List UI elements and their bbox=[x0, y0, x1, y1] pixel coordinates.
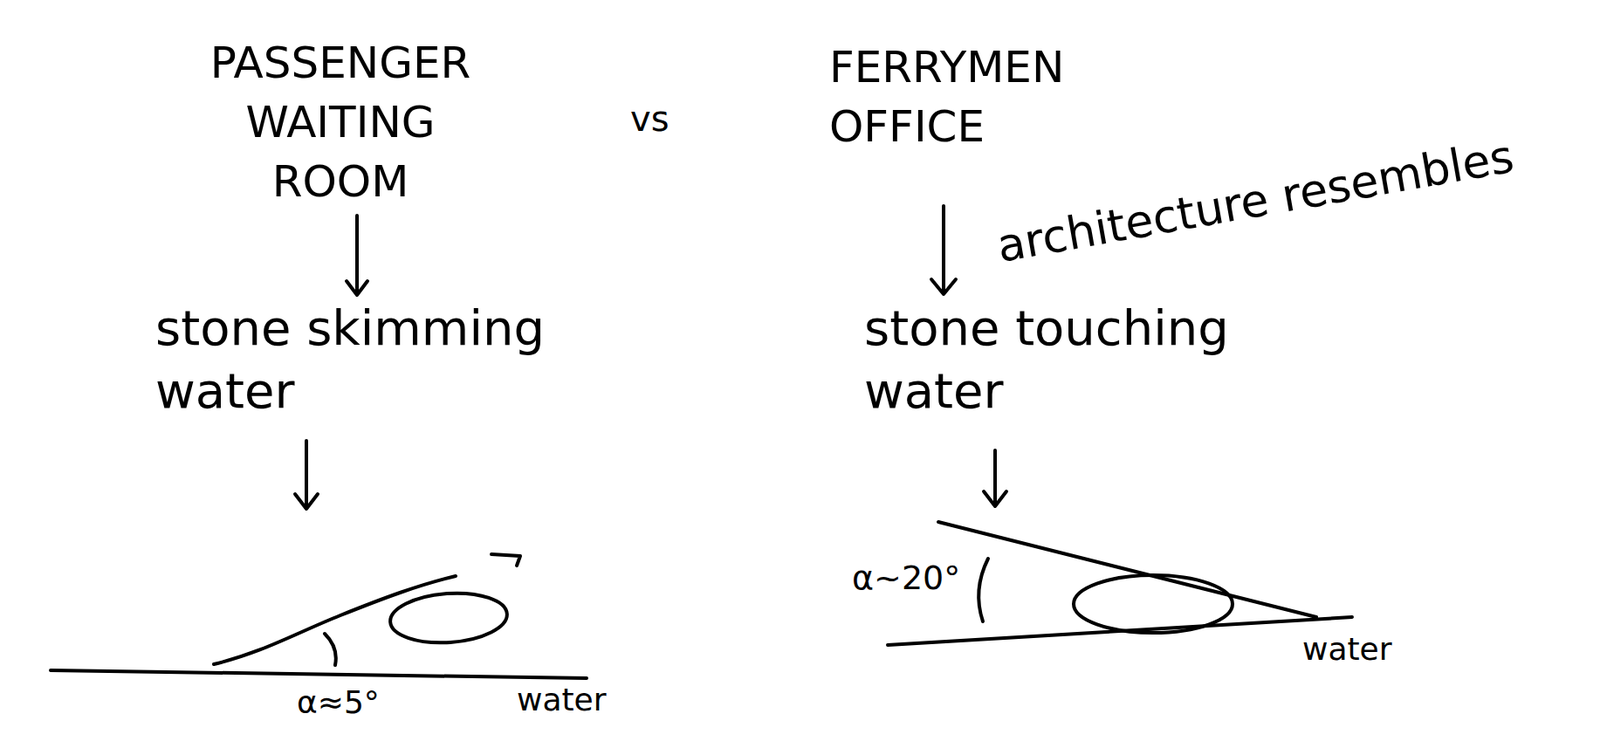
heading-text: PASSENGER WAITING ROOM bbox=[192, 33, 489, 212]
angle-arc bbox=[978, 558, 989, 622]
flow-arrow bbox=[931, 206, 956, 295]
heading-text: FERRYMEN OFFICE bbox=[829, 37, 1118, 157]
angle-arc bbox=[324, 633, 337, 666]
water-line bbox=[50, 670, 587, 679]
stone-shape bbox=[388, 589, 509, 646]
versus-text: vs bbox=[630, 97, 670, 140]
motion-tick bbox=[491, 554, 521, 566]
roof-line bbox=[938, 521, 1317, 618]
angle-label: α≈5° bbox=[296, 683, 380, 722]
concept-text: stone touching water bbox=[864, 296, 1275, 423]
stone-trajectory bbox=[213, 576, 456, 665]
flow-arrow bbox=[346, 215, 368, 296]
flow-arrow bbox=[295, 440, 318, 509]
flow-arrow bbox=[983, 450, 1007, 507]
angle-label: α~20° bbox=[851, 558, 961, 598]
water-label: water bbox=[516, 680, 607, 719]
concept-text: stone skimming water bbox=[155, 296, 592, 423]
stone-shape bbox=[1073, 575, 1233, 633]
annotation-text: architecture resembles bbox=[993, 130, 1518, 273]
water-label: water bbox=[1302, 630, 1393, 668]
